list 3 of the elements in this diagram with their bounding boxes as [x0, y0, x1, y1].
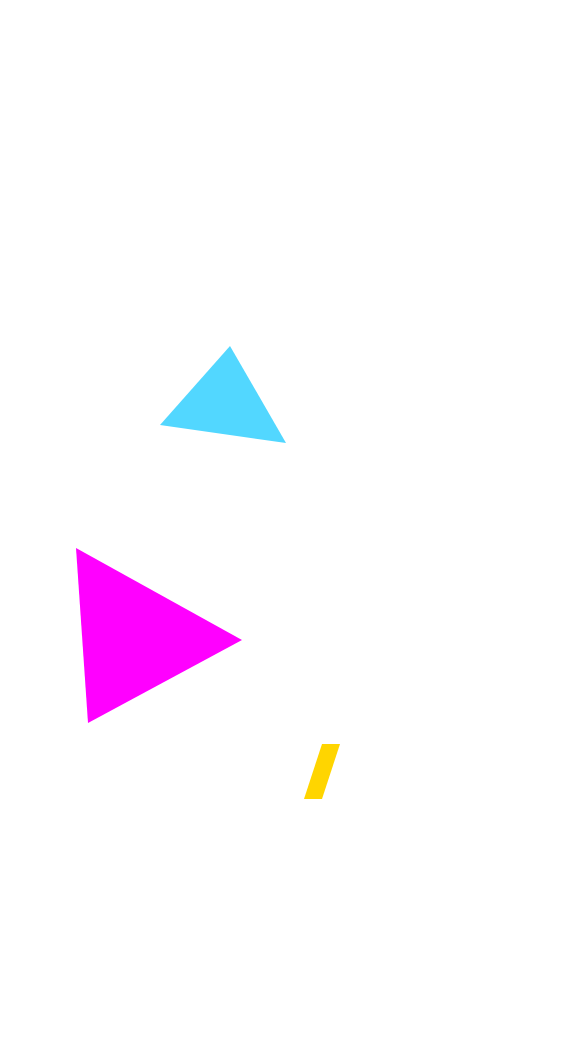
parallelogram [304, 744, 340, 799]
triangle [160, 346, 286, 443]
triangle [76, 548, 242, 723]
